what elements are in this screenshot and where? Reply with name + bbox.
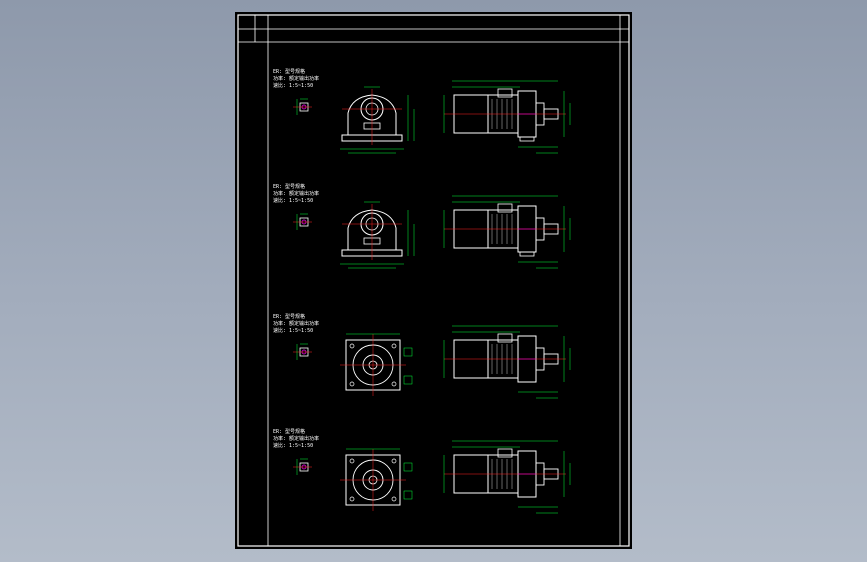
bolt-hole bbox=[349, 381, 355, 387]
row-title-text: ER: 型号规格 bbox=[273, 313, 305, 320]
bolt-hole bbox=[349, 458, 355, 464]
side-view bbox=[443, 195, 571, 269]
bolt-hole bbox=[391, 496, 397, 502]
front-view bbox=[340, 86, 415, 154]
bolt-hole bbox=[391, 381, 397, 387]
bolt-hole bbox=[391, 343, 397, 349]
row-ratio-text: 速比: 1:5~1:50 bbox=[273, 327, 313, 334]
terminal-box bbox=[497, 333, 513, 343]
side-tag-2 bbox=[403, 490, 413, 500]
side-tag-1 bbox=[403, 347, 413, 357]
title-frame bbox=[237, 14, 630, 547]
side-tag-2 bbox=[403, 375, 413, 385]
side-view bbox=[443, 325, 571, 399]
bolt-hole bbox=[349, 343, 355, 349]
key-detail bbox=[293, 343, 312, 360]
front-view bbox=[340, 201, 415, 269]
mount-foot bbox=[519, 251, 535, 257]
row-spec-text: 功率: 额定输出功率 bbox=[273, 435, 319, 442]
row-title-text: ER: 型号规格 bbox=[273, 428, 305, 435]
terminal-box bbox=[497, 448, 513, 458]
key-detail bbox=[293, 213, 312, 230]
front-view bbox=[340, 448, 413, 511]
row-title-text: ER: 型号规格 bbox=[273, 68, 305, 75]
side-view bbox=[443, 80, 571, 154]
side-view bbox=[443, 440, 571, 514]
side-tag-1 bbox=[403, 462, 413, 472]
front-view bbox=[340, 333, 413, 396]
outer-border bbox=[237, 14, 630, 547]
key-detail bbox=[293, 458, 312, 475]
row-ratio-text: 速比: 1:5~1:50 bbox=[273, 82, 313, 89]
row-spec-text: 功率: 额定输出功率 bbox=[273, 75, 319, 82]
terminal-box bbox=[497, 88, 513, 98]
row-ratio-text: 速比: 1:5~1:50 bbox=[273, 442, 313, 449]
mount-foot bbox=[519, 136, 535, 142]
row-title-text: ER: 型号规格 bbox=[273, 183, 305, 190]
row-spec-text: 功率: 额定输出功率 bbox=[273, 320, 319, 327]
row-ratio-text: 速比: 1:5~1:50 bbox=[273, 197, 313, 204]
bolt-hole bbox=[349, 496, 355, 502]
row-spec-text: 功率: 额定输出功率 bbox=[273, 190, 319, 197]
terminal-box bbox=[497, 203, 513, 213]
bolt-hole bbox=[391, 458, 397, 464]
key-detail bbox=[293, 98, 312, 115]
